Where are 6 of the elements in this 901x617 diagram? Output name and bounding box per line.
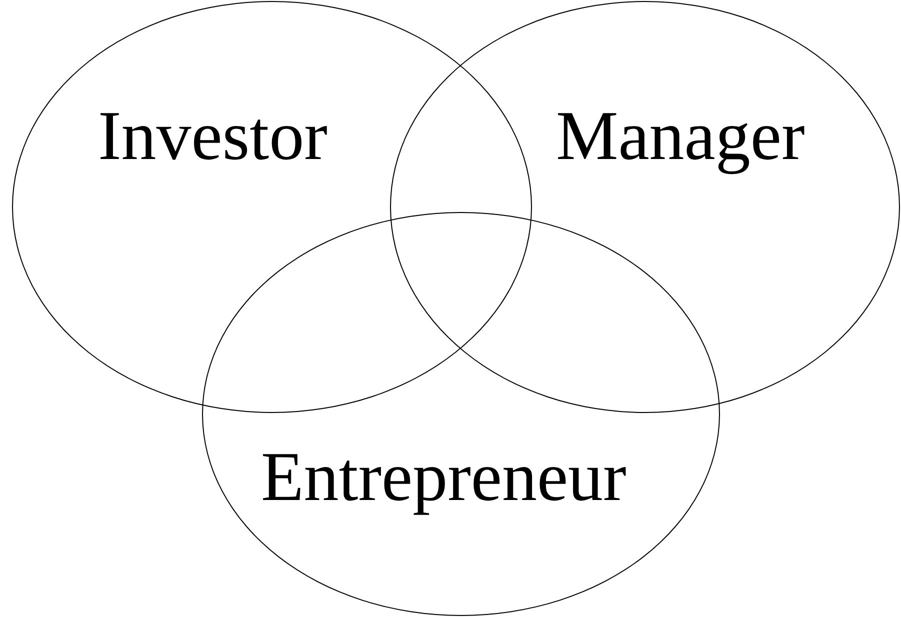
venn-ellipse	[202, 212, 720, 616]
circle-label: Investor	[98, 102, 328, 172]
circle-label: Manager	[556, 102, 805, 172]
venn-ellipse	[390, 1, 900, 413]
circle-label: Entrepreneur	[261, 443, 626, 513]
venn-ellipse	[12, 1, 532, 413]
